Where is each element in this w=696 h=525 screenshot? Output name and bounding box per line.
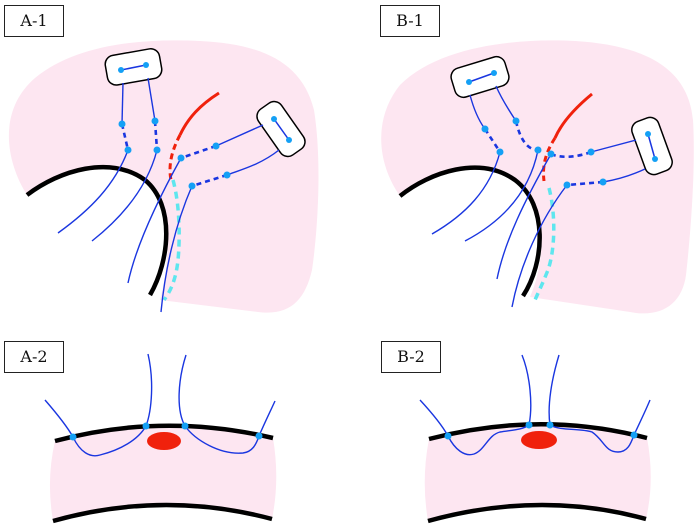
device-box-1 [450,55,510,99]
nerve-nodes [118,62,292,190]
pink-region [8,40,319,313]
cyan-dashed-line [162,179,181,302]
pink-region [381,40,694,314]
black-boundary-arc [398,165,542,298]
inner-boundary-arc [52,502,273,524]
nerve-nodes [69,422,263,441]
outer-boundary-arc [428,422,648,442]
panel-label-b1: B-1 [380,5,440,37]
outer-boundary-arc [54,423,274,444]
panel-label-a1: A-1 [4,5,64,37]
panel-b2-figure [419,354,651,524]
red-lesion [147,432,181,450]
nerve-nodes [466,70,658,189]
nerve-nodes [444,421,638,440]
panel-label-a2: A-2 [4,341,64,373]
red-lesion [521,431,557,449]
panel-b1-figure [381,40,694,314]
red-line-solid [178,91,220,136]
panel-a1-figure [8,40,319,313]
inner-boundary-arc [427,502,647,524]
red-line-dashed [542,137,557,182]
panel-label-b2: B-2 [381,341,441,373]
panel-a2-figure [44,353,277,524]
red-line-solid [553,92,593,139]
